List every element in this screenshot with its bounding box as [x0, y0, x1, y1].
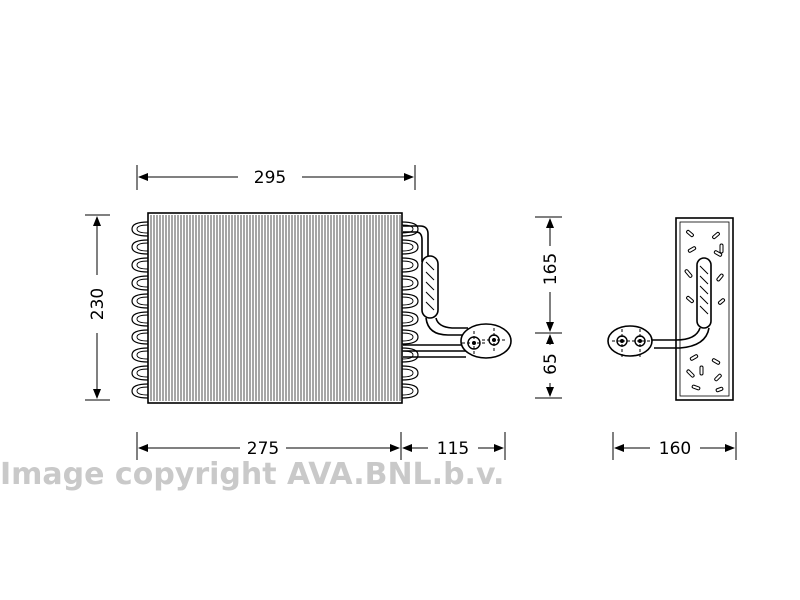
dimension-lines: [85, 165, 737, 460]
refrigerant-pipes: [403, 225, 468, 358]
left-tube-bends: [131, 221, 149, 399]
copyright-watermark: Image copyright AVA.BNL.b.v.: [0, 457, 504, 492]
right-tube-bends: [401, 221, 419, 399]
dimension-lower-height: 65: [541, 353, 561, 375]
pipe-flange: [460, 323, 512, 359]
side-view: [607, 217, 734, 401]
front-view: [131, 212, 512, 404]
dimension-overall-width: 295: [254, 168, 286, 188]
side-core-slots: [684, 229, 726, 393]
dimension-depth: 160: [659, 439, 691, 459]
dimension-height: 230: [88, 288, 108, 320]
dimension-core-width: 275: [247, 439, 279, 459]
dimension-upper-height: 165: [541, 253, 561, 285]
core-fins: [150, 215, 401, 401]
dimension-pipe-offset: 115: [437, 439, 469, 459]
